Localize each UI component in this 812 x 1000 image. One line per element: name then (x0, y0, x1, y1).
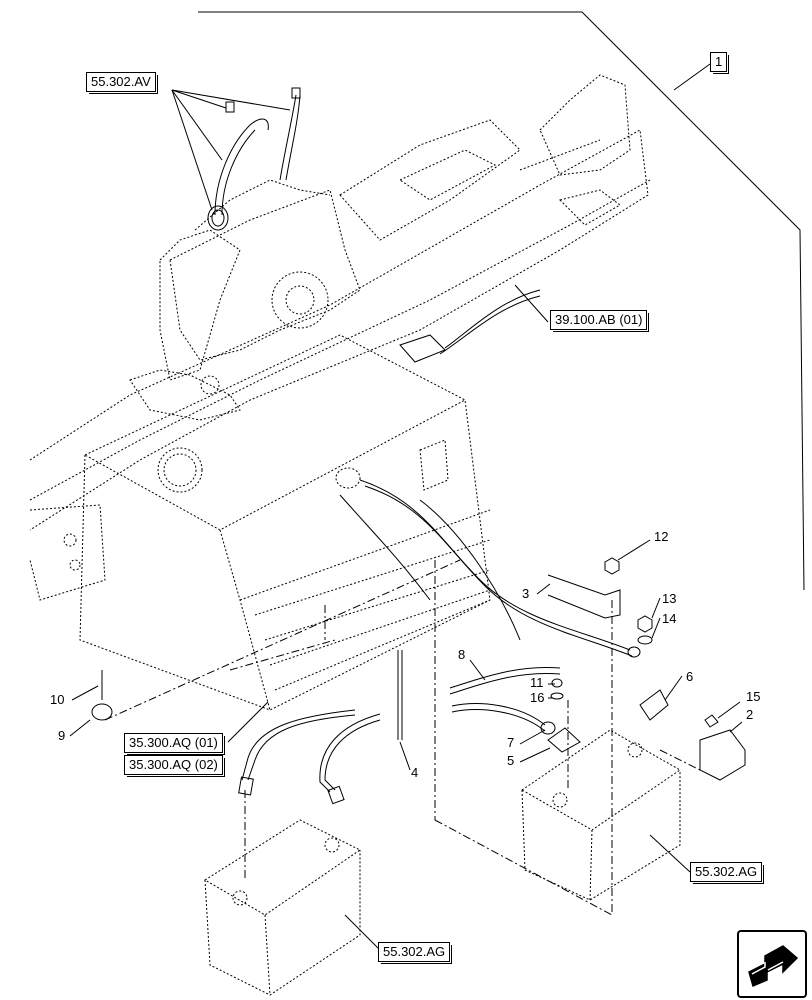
chassis-frame (29, 74, 651, 601)
next-page-button[interactable] (737, 930, 807, 998)
callout-14: 14 (662, 611, 677, 626)
callout-4: 4 (411, 765, 419, 780)
reference-leaders (171, 89, 691, 951)
callout-15: 15 (746, 689, 761, 704)
callout-7: 7 (507, 735, 515, 750)
battery-left-drawing (204, 819, 361, 996)
reference-box-frame-group[interactable]: 1 (710, 52, 730, 74)
small-parts (91, 557, 746, 781)
reference-box-harness[interactable]: 39.100.AB (01) (550, 310, 650, 332)
group-bracket (198, 11, 805, 591)
callout-9: 9 (58, 728, 66, 743)
cable-kit (207, 87, 301, 231)
callout-5: 5 (507, 753, 515, 768)
next-page-arrow-icon (748, 945, 799, 988)
callout-10: 10 (50, 692, 65, 707)
callout-11: 11 (530, 675, 544, 690)
callout-leaders (69, 539, 743, 771)
callout-12: 12 (654, 529, 669, 544)
callout-3: 3 (522, 586, 530, 601)
battery-box (79, 334, 491, 711)
callout-2: 2 (746, 707, 754, 722)
battery-cables (238, 479, 641, 805)
callout-16: 16 (530, 690, 545, 705)
reference-box-cable-kit[interactable]: 55.302.AV (86, 72, 158, 94)
harness-connector (399, 289, 541, 363)
callout-6: 6 (686, 669, 694, 684)
reference-box-battery-box-1[interactable]: 35.300.AQ (01) (124, 733, 225, 755)
callout-8: 8 (458, 647, 466, 662)
reference-box-battery-left[interactable]: 55.302.AG (378, 942, 453, 964)
reference-box-battery-right[interactable]: 55.302.AG (690, 862, 765, 884)
callout-13: 13 (662, 591, 677, 606)
assembly-lines (104, 559, 701, 916)
battery-right-drawing (521, 729, 681, 901)
reference-box-battery-box-2[interactable]: 35.300.AQ (02) (124, 755, 225, 777)
